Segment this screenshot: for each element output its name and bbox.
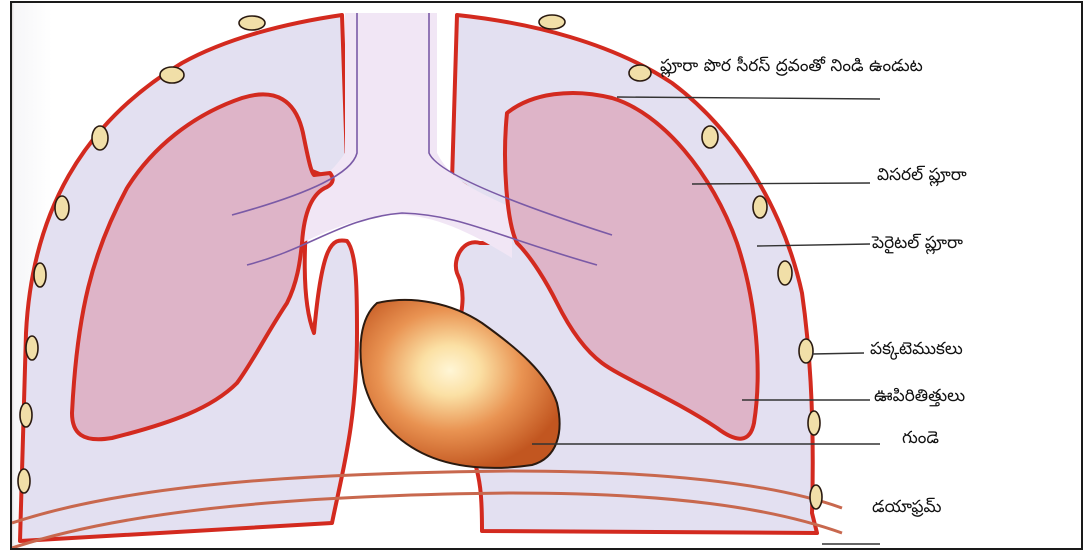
label-parietal-pleura: పెరైటల్ ప్లూరా — [872, 235, 963, 252]
thorax-diagram — [12, 3, 1083, 550]
label-lungs: ఊపిరితిత్తులు — [874, 388, 965, 405]
label-heart: గుండె — [902, 430, 939, 447]
diagram-frame: ప్లూరా పొర సీరస్ ద్రవంతో నిండి ఉండుట విస… — [10, 1, 1083, 550]
label-diaphragm: డయాఫ్రమ్ — [872, 499, 941, 516]
label-pleural-cavity: ప్లూరా పొర సీరస్ ద్రవంతో నిండి ఉండుట — [660, 58, 923, 75]
label-visceral-pleura: విసరల్ ప్లూరా — [877, 167, 967, 184]
label-ribs: పక్కటెముకలు — [870, 341, 963, 358]
